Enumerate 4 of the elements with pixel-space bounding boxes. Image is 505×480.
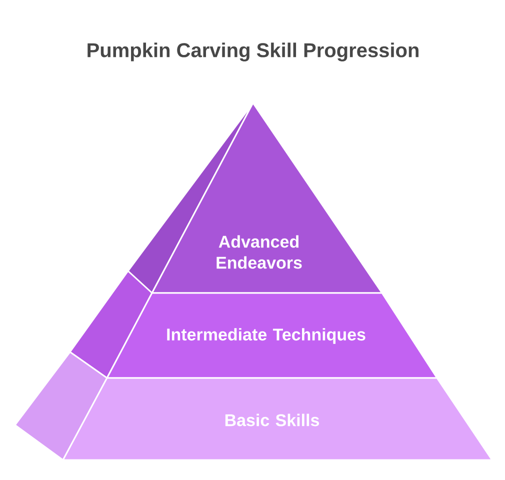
pyramid-layer: Advanced Endeavors [127, 102, 383, 294]
pyramid-layer: Basic Skills [14, 351, 493, 461]
pyramid-layer: Intermediate Techniques [69, 270, 438, 379]
title: Pumpkin Carving Skill Progression [88, 42, 418, 62]
